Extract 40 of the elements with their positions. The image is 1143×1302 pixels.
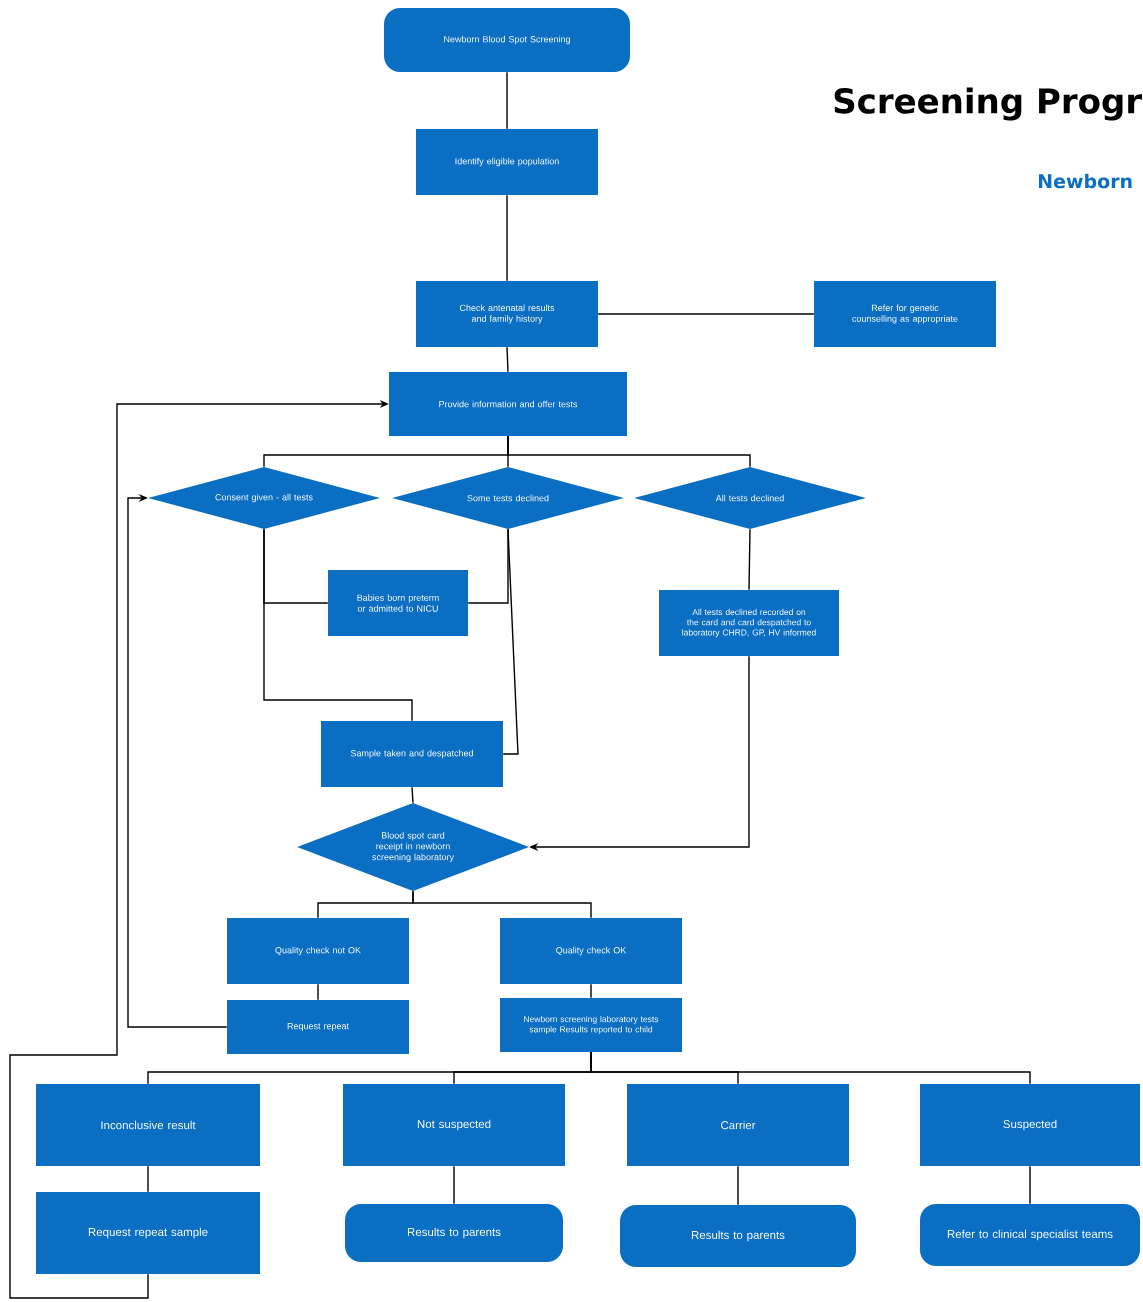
connector <box>317 983 319 1001</box>
process-box: Request repeat sample <box>36 1192 260 1274</box>
process-box: Inconclusive result <box>36 1084 260 1166</box>
connector <box>147 1165 149 1193</box>
connector <box>506 71 508 130</box>
connector <box>737 1165 739 1206</box>
process-box: Identify eligible population <box>416 129 598 195</box>
process-box: Request repeat <box>227 1000 409 1054</box>
connector <box>507 435 751 468</box>
terminal-box: Results to parents <box>620 1205 856 1267</box>
connector <box>412 890 592 919</box>
connector <box>590 1051 1031 1085</box>
connector <box>506 194 508 282</box>
process-box: Refer for genetic counselling as appropriate <box>814 281 996 347</box>
connector <box>506 346 509 373</box>
process-box: All tests declined recorded on the card and card despatched to laboratory CHRD, GP, HV informed <box>659 590 839 656</box>
title: Screening Progr <box>834 87 1142 121</box>
process-box: Newborn screening laboratory tests sample Results reported to child <box>500 998 682 1052</box>
process-box: Carrier <box>627 1084 849 1166</box>
process-box: Quality check not OK <box>227 918 409 984</box>
terminal-box: Newborn Blood Spot Screening <box>384 8 630 72</box>
connector <box>502 528 519 755</box>
terminal-box: Refer to clinical specialist teams <box>920 1204 1140 1266</box>
process-box: Babies born preterm or admitted to NICU <box>328 570 468 636</box>
connector <box>590 983 592 999</box>
process-box: Provide information and offer tests <box>389 372 627 436</box>
connector <box>127 493 228 1028</box>
connector <box>263 528 413 722</box>
subtitle: Newborn <box>1038 173 1132 189</box>
connector <box>453 1165 455 1205</box>
connector <box>1029 1165 1031 1205</box>
connector <box>597 313 815 315</box>
terminal-box: Results to parents <box>345 1204 563 1262</box>
process-box: Check antenatal results and family history <box>416 281 598 347</box>
connector <box>411 786 414 804</box>
process-box: Quality check OK <box>500 918 682 984</box>
process-box: Sample taken and despatched <box>321 721 503 787</box>
process-box: Suspected <box>920 1084 1140 1166</box>
connector <box>748 528 751 591</box>
process-box: Not suspected <box>343 1084 565 1166</box>
